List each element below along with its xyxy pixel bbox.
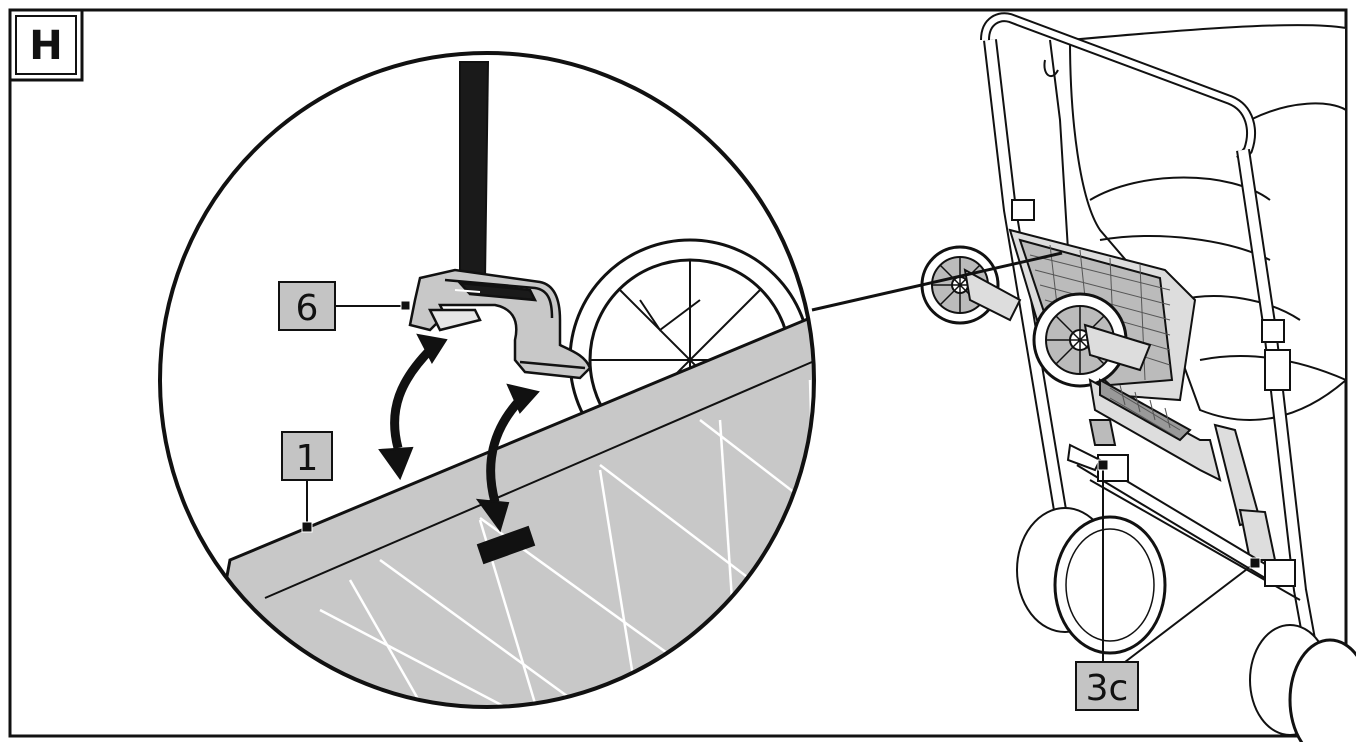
seat-wheels	[920, 245, 1152, 388]
callout-1: 1	[281, 431, 333, 533]
detail-clip	[408, 268, 592, 380]
trolley-wheels-rear	[1016, 507, 1356, 742]
detail-strap	[459, 61, 490, 291]
trolley-illustration	[920, 12, 1356, 742]
callout-label-3c: 3c	[1086, 668, 1129, 709]
callout-label-6: 6	[296, 288, 319, 329]
step-label: H	[29, 23, 62, 69]
motion-arrows	[378, 333, 540, 565]
callout-6: 6	[278, 281, 411, 331]
hanging-bracket	[1088, 378, 1277, 561]
callout-3c: 3c	[1075, 459, 1261, 711]
zoom-detail	[158, 51, 816, 709]
callout-label-1: 1	[296, 438, 319, 479]
zoom-connector-line	[811, 251, 1063, 312]
step-label-box: H	[8, 8, 84, 82]
